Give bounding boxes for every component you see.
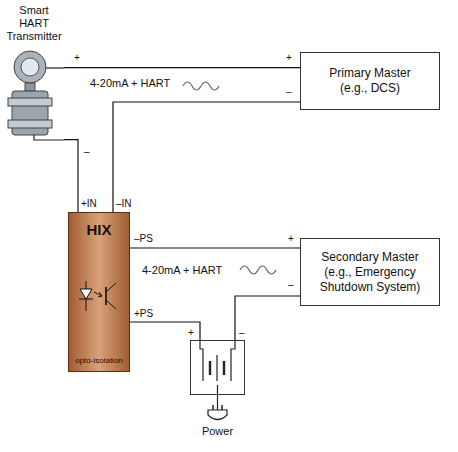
opto-coupler-symbol <box>74 277 124 317</box>
transmitter: Smart HART Transmitter <box>4 4 64 146</box>
terminal-label: + <box>74 52 80 64</box>
power-label: Power <box>181 425 254 437</box>
battery-symbol <box>191 341 244 394</box>
signal-wave <box>240 266 276 274</box>
transmitter-icon <box>4 46 64 146</box>
node-label: Smart HART Transmitter <box>4 4 64 44</box>
master-box: Secondary Master (e.g., Emergency Shutdo… <box>300 238 440 306</box>
terminal-label: + <box>188 327 194 339</box>
signal-wire <box>235 296 300 340</box>
terminal-label: + <box>286 52 292 64</box>
signal-wire <box>64 67 300 68</box>
terminal-label: –IN <box>116 198 132 210</box>
signal-label: 4-20mA + HART <box>88 77 172 90</box>
terminal-label: – <box>239 327 245 339</box>
terminal-label: – <box>286 86 292 98</box>
signal-wire <box>64 140 78 212</box>
isolator-box: HIX opto-isolation <box>68 212 130 372</box>
signal-wire <box>113 102 300 212</box>
terminal-label: – <box>84 146 90 158</box>
terminal-label: + <box>288 233 294 245</box>
signal-wave <box>183 82 219 90</box>
power-plug <box>208 395 227 420</box>
terminal-label: –PS <box>134 233 153 245</box>
signal-wire <box>130 322 200 340</box>
terminal-label: +PS <box>134 308 153 320</box>
signal-wire <box>130 247 300 248</box>
terminal-label: +IN <box>81 198 97 210</box>
device-caption: opto-isolation <box>75 356 123 365</box>
master-box: Primary Master (e.g., DCS) <box>300 52 440 110</box>
device-name: HIX <box>86 221 111 238</box>
terminal-label: – <box>288 279 294 291</box>
node-label: Secondary Master (e.g., Emergency Shutdo… <box>314 250 426 295</box>
signal-label: 4-20mA + HART <box>140 264 224 277</box>
power-supply: Power <box>190 340 245 395</box>
node-label: Primary Master (e.g., DCS) <box>314 66 426 96</box>
